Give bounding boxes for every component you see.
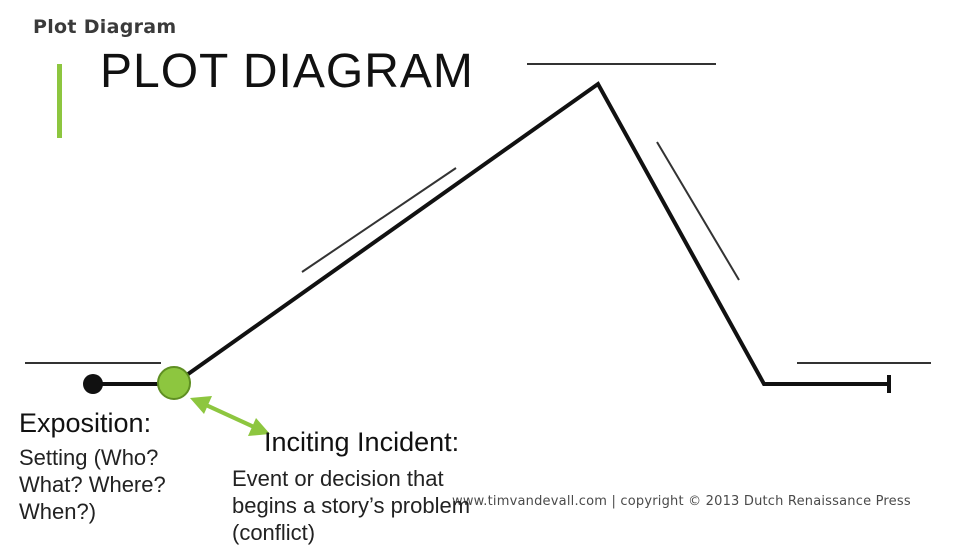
header-logo: Plot Diagram [33,16,177,38]
inciting-incident-line: Event or decision that [232,466,444,491]
answer-line-falling-action [656,141,740,281]
inciting-incident-marker [157,366,191,400]
title-accent-bar [57,64,62,138]
answer-line-rising-action [301,167,457,273]
plot-start-dot [83,374,103,394]
exposition-line: What? Where? [19,472,166,497]
double-arrow-shaft [205,403,255,429]
inciting-incident-description: Event or decision that begins a story’s … [232,465,532,546]
inciting-incident-heading: Inciting Incident: [264,427,460,457]
double-arrow-head-end [248,418,270,436]
exposition-description: Setting (Who? What? Where? When?) [19,444,219,525]
exposition-line: Setting (Who? [19,445,159,470]
double-arrow-head-start [190,396,212,414]
exposition-heading: Exposition: [19,408,152,438]
exposition-line: When?) [19,499,97,524]
plot-line [94,81,889,386]
inciting-incident-line: (conflict) [232,520,316,545]
inciting-incident-line: begins a story’s problem [232,493,471,518]
copyright-credit: www.timvandevall.com | copyright © 2013 … [452,494,911,509]
page-title: PLOT DIAGRAM [100,45,474,98]
